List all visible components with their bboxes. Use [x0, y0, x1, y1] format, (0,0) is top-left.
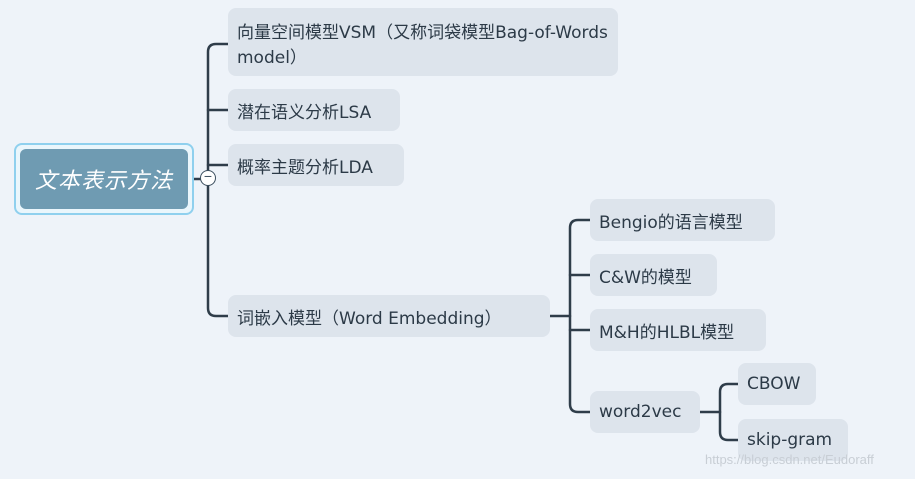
node-cbow[interactable]: CBOW — [738, 363, 816, 405]
node-cbow-label: CBOW — [747, 374, 801, 394]
watermark-text: https://blog.csdn.net/Eudoraff — [705, 452, 874, 467]
node-lsa[interactable]: 潜在语义分析LSA — [228, 89, 400, 131]
connector-trunk — [206, 42, 232, 318]
node-word2vec-label: word2vec — [599, 402, 682, 422]
node-skipgram[interactable]: skip-gram — [738, 419, 848, 461]
collapse-toggle-icon[interactable]: − — [200, 169, 216, 186]
connector-embedding-trunk — [568, 218, 592, 414]
node-vsm[interactable]: 向量空间模型VSM（又称词袋模型Bag-of-Words model） — [228, 8, 618, 76]
node-bengio[interactable]: Bengio的语言模型 — [590, 199, 775, 241]
node-embedding[interactable]: 词嵌入模型（Word Embedding） — [228, 295, 550, 337]
node-cw-label: C&W的模型 — [599, 267, 692, 288]
root-label: 文本表示方法 — [34, 169, 173, 194]
root-node-fill: 文本表示方法 — [20, 149, 188, 209]
node-bengio-label: Bengio的语言模型 — [599, 212, 743, 233]
node-vsm-label: 向量空间模型VSM（又称词袋模型Bag-of-Words model） — [237, 23, 608, 68]
node-word2vec[interactable]: word2vec — [590, 391, 700, 433]
root-node[interactable]: 文本表示方法 — [14, 143, 194, 215]
node-lda[interactable]: 概率主题分析LDA — [228, 144, 404, 186]
connector-w2v-trunk — [718, 382, 740, 442]
node-cw[interactable]: C&W的模型 — [590, 254, 717, 296]
node-embedding-label: 词嵌入模型（Word Embedding） — [237, 308, 502, 329]
node-lda-label: 概率主题分析LDA — [237, 157, 373, 178]
node-mh[interactable]: M&H的HLBL模型 — [590, 309, 766, 351]
node-skipgram-label: skip-gram — [747, 430, 833, 450]
node-mh-label: M&H的HLBL模型 — [599, 322, 735, 343]
node-lsa-label: 潜在语义分析LSA — [237, 102, 372, 123]
